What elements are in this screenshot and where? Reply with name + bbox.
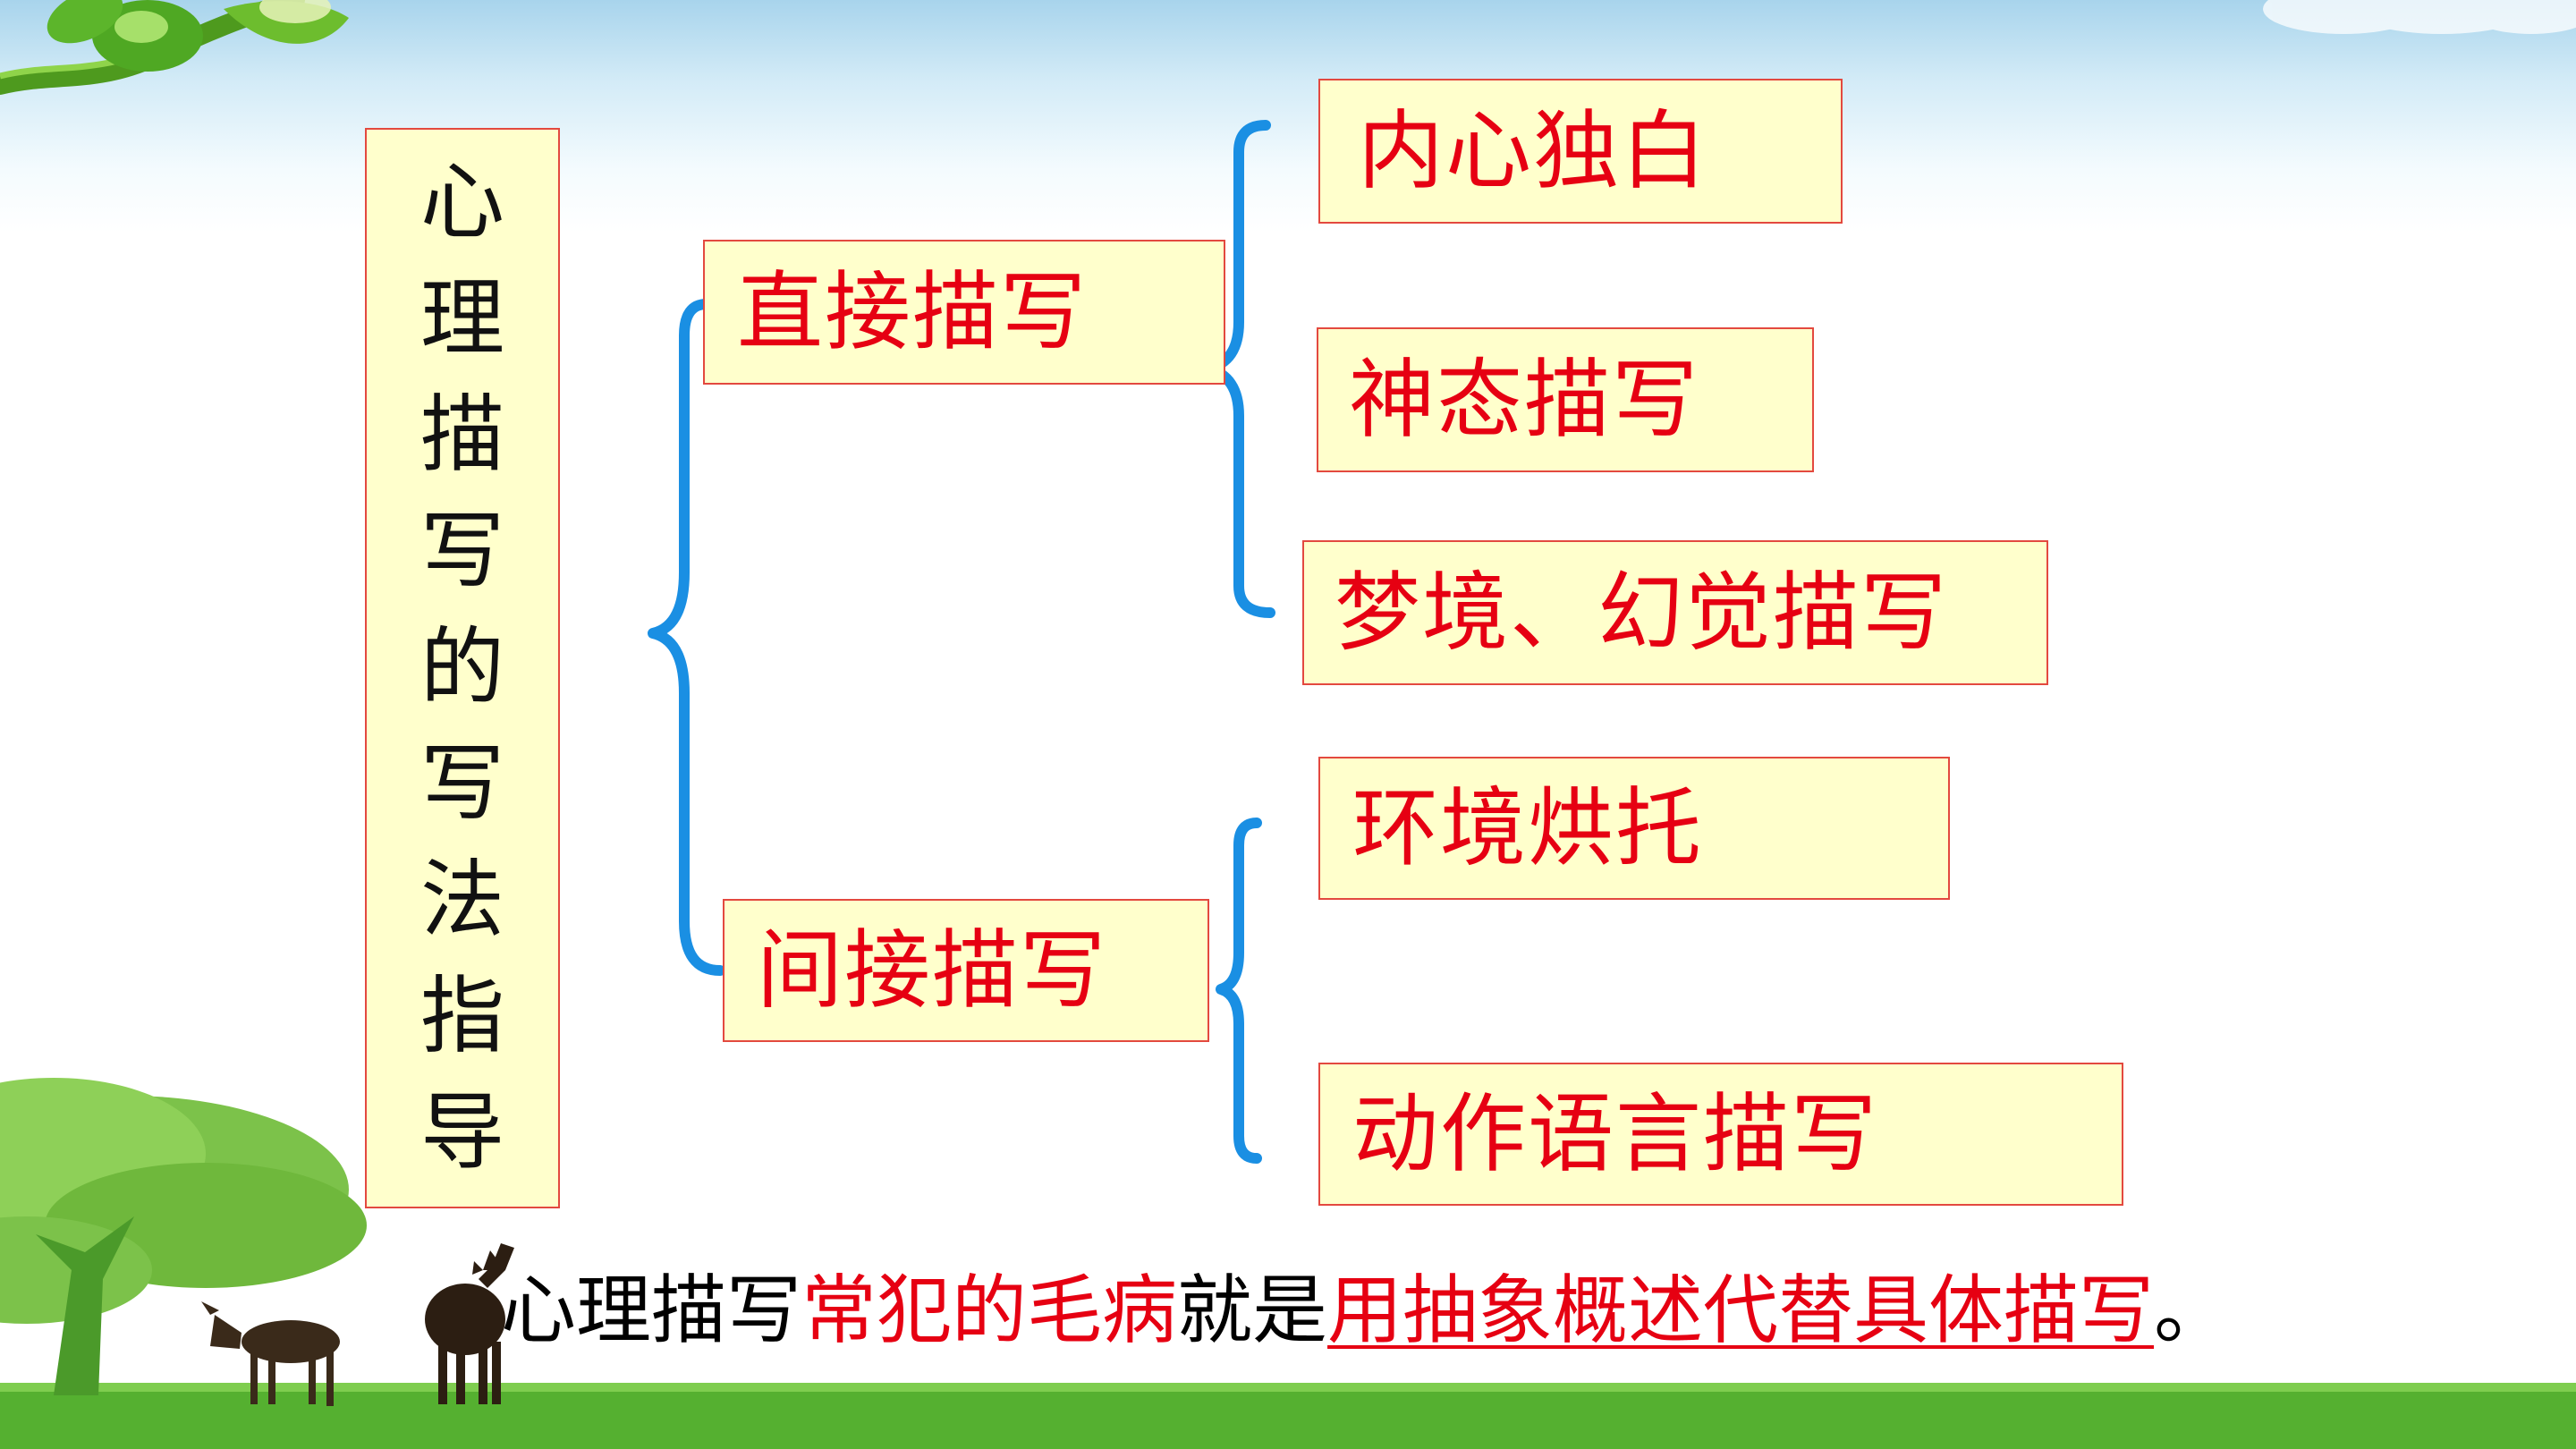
deer-icon <box>425 1243 514 1404</box>
bottom-caption: 心理描写常犯的毛病就是用抽象概述代替具体描写。 <box>501 1261 2229 1360</box>
vine-leaves-icon <box>0 0 349 95</box>
leaf-label: 神态描写 <box>1349 350 1699 450</box>
indirect-description-label: 间接描写 <box>757 920 1107 1021</box>
title-char: 导 <box>419 1084 504 1182</box>
caption-part: 。 <box>2154 1267 2230 1354</box>
title-char: 法 <box>419 852 504 949</box>
leaf-label: 环境烘托 <box>1352 778 1703 878</box>
indirect-brace <box>1216 818 1262 1164</box>
caption-part-highlight: 常犯的毛病 <box>801 1267 1178 1354</box>
leaf-box-action-speech: 动作语言描写 <box>1318 1063 2123 1206</box>
leaf-box-dream: 梦境、幻觉描写 <box>1302 540 2048 685</box>
title-char: 指 <box>419 968 504 1065</box>
title-char: 描 <box>419 386 504 484</box>
grass-strip <box>0 1383 2576 1449</box>
indirect-description-box: 间接描写 <box>723 899 1209 1042</box>
tree-icon <box>0 1078 367 1395</box>
title-char: 心 <box>419 154 504 251</box>
title-char: 写 <box>419 735 504 833</box>
title-char: 的 <box>419 619 504 716</box>
title-char: 写 <box>419 503 504 600</box>
main-brace <box>648 299 725 976</box>
caption-part-underlined: 用抽象概述代替具体描写 <box>1327 1267 2155 1354</box>
title-char: 理 <box>419 270 504 368</box>
leaf-label: 动作语言描写 <box>1352 1084 1878 1184</box>
cloud-icon <box>2263 0 2576 34</box>
direct-description-box: 直接描写 <box>703 240 1225 385</box>
caption-part: 就是 <box>1177 1267 1328 1354</box>
antelope-icon <box>201 1301 340 1406</box>
leaf-label: 梦境、幻觉描写 <box>1335 563 1948 663</box>
leaf-box-environment: 环境烘托 <box>1318 757 1950 900</box>
leaf-box-expression: 神态描写 <box>1317 327 1814 472</box>
caption-part: 心理描写 <box>501 1267 802 1354</box>
title-box: 心 理 描 写 的 写 法 指 导 <box>365 128 560 1208</box>
direct-description-label: 直接描写 <box>737 262 1088 362</box>
leaf-box-inner-monologue: 内心独白 <box>1318 79 1843 224</box>
leaf-label: 内心独白 <box>1358 101 1708 201</box>
